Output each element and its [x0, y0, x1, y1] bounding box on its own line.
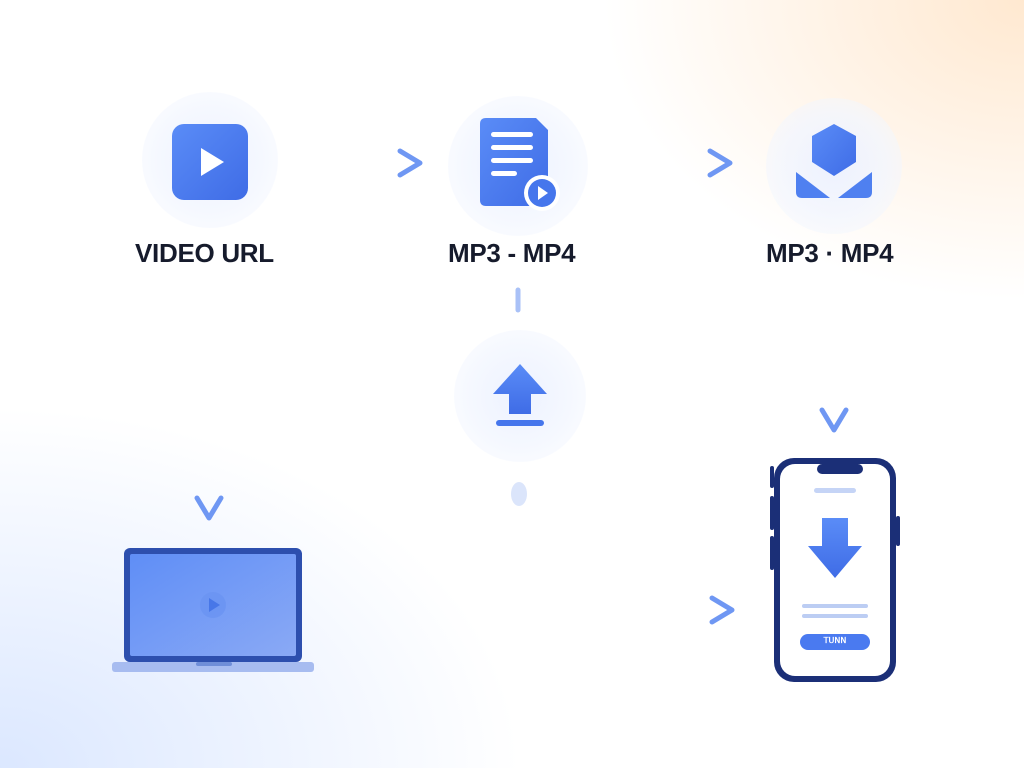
- arrow-convert-to-package: [612, 148, 733, 178]
- phone-button-label[interactable]: 𝖳𝖴𝖭𝖭: [823, 636, 847, 645]
- connector-dot-bottom: [511, 482, 527, 506]
- arrow-package-to-phone: [819, 287, 849, 433]
- arrow-laptop-to-phone: [337, 595, 735, 625]
- upload-arrow-icon[interactable]: [487, 360, 553, 426]
- arrow-source-to-convert: [302, 148, 423, 178]
- package-label: MP3 · MP4: [766, 238, 894, 268]
- convert-label: MP3 - MP4: [448, 238, 576, 268]
- document-with-play-icon[interactable]: [480, 118, 564, 211]
- package-icon[interactable]: [794, 122, 874, 206]
- smartphone-download-icon[interactable]: [770, 456, 902, 684]
- laptop-icon[interactable]: [110, 546, 316, 676]
- play-button-icon[interactable]: [172, 124, 248, 200]
- source-label: VIDEO URL: [135, 238, 274, 268]
- arrow-source-to-laptop: [194, 287, 224, 521]
